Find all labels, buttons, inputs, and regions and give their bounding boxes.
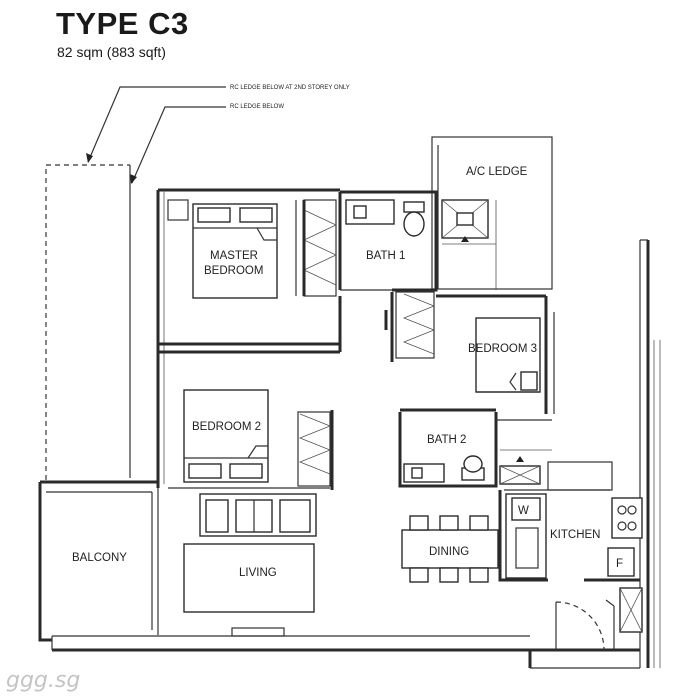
bedroom-3-label: BEDROOM 3: [468, 343, 537, 355]
living-label: LIVING: [239, 567, 277, 579]
master-bedroom: MASTER BEDROOM: [167, 199, 337, 299]
dining: DINING: [401, 515, 499, 583]
master-bedroom-label-2: BEDROOM: [204, 265, 263, 277]
master-bedroom-label-1: MASTER: [210, 250, 258, 262]
note-ledge-2nd-storey: RC LEDGE BELOW AT 2ND STOREY ONLY: [230, 85, 350, 91]
bedroom-2-label: BEDROOM 2: [192, 421, 261, 433]
interior-wall: [158, 296, 342, 354]
ac-ledge-label: A/C LEDGE: [466, 166, 528, 178]
living: LIVING: [183, 493, 317, 637]
exterior-walls: [38, 188, 661, 669]
bedroom-3: BEDROOM 3: [436, 294, 555, 414]
dining-label: DINING: [429, 546, 469, 558]
kitchen: W F KITCHEN: [498, 461, 643, 633]
fridge-label: F: [616, 558, 623, 570]
note-ledge-below: RC LEDGE BELOW: [230, 104, 284, 110]
plan-title: TYPE C3: [56, 6, 189, 41]
entrance-door: [555, 599, 615, 651]
plan-area: 82 sqm (883 sqft): [57, 44, 166, 60]
washer-label: W: [518, 505, 529, 517]
rc-ledge-outline: [45, 164, 130, 480]
bedroom-2: BEDROOM 2: [168, 389, 334, 490]
ledge-annotations: RC LEDGE BELOW AT 2ND STOREY ONLY RC LED…: [86, 85, 350, 184]
bath-1-label: BATH 1: [366, 250, 405, 262]
bath-2: BATH 2: [398, 408, 552, 488]
ac-ledge-area: A/C LEDGE: [431, 136, 553, 290]
kitchen-label: KITCHEN: [550, 529, 600, 541]
balcony-label: BALCONY: [72, 552, 127, 564]
bath-2-label: BATH 2: [427, 434, 466, 446]
watermark-text: ggg.sg: [6, 668, 81, 693]
balcony: BALCONY: [46, 491, 153, 630]
bath-1: BATH 1: [338, 190, 497, 292]
corridor-wardrobe: [384, 291, 436, 362]
